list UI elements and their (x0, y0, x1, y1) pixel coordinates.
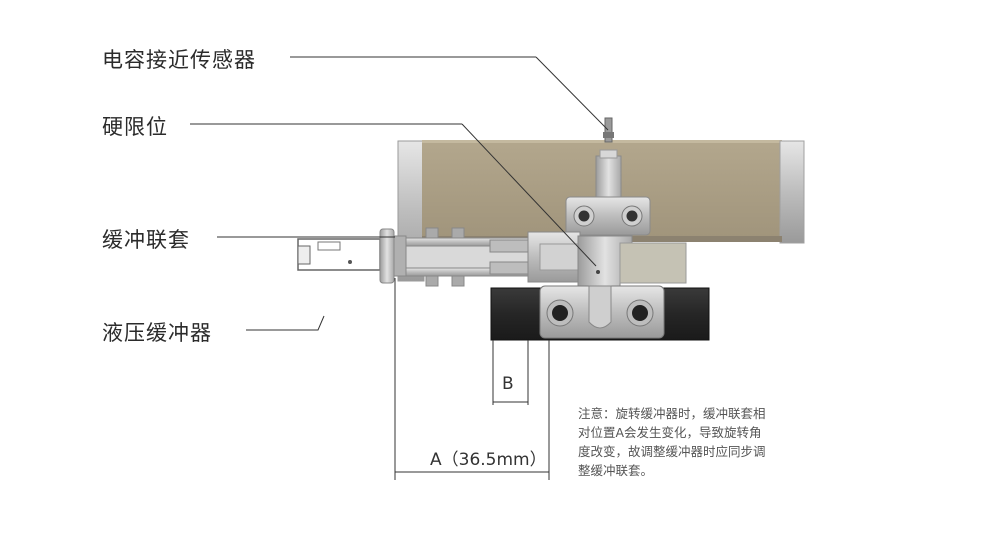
label-buffer-coupling: 缓冲联套 (102, 228, 190, 252)
hard-limit-bracket (577, 235, 687, 287)
capacitive-sensor (565, 117, 651, 236)
label-hydraulic-buffer: 液压缓冲器 (102, 321, 212, 345)
hydraulic-buffer (490, 285, 710, 341)
adjustment-note: 注意：旋转缓冲器时，缓冲联套相 对位置A会发生变化，导致旋转角 度改变，故调整缓… (578, 404, 808, 480)
note-line: 度改变，故调整缓冲器时应同步调 (578, 444, 766, 459)
label-hard-limit: 硬限位 (102, 115, 168, 139)
note-line: 注意：旋转缓冲器时，缓冲联套相 (578, 406, 766, 421)
dimension-lines (394, 278, 550, 480)
dimension-b-label: B (502, 374, 514, 394)
label-capacitive-sensor: 电容接近传感器 (102, 48, 256, 72)
note-line: 对位置A会发生变化，导致旋转角 (578, 425, 762, 440)
note-line: 整缓冲联套。 (578, 463, 654, 478)
dimension-a-label: A（36.5mm） (430, 450, 547, 470)
leader-lines (190, 56, 609, 331)
